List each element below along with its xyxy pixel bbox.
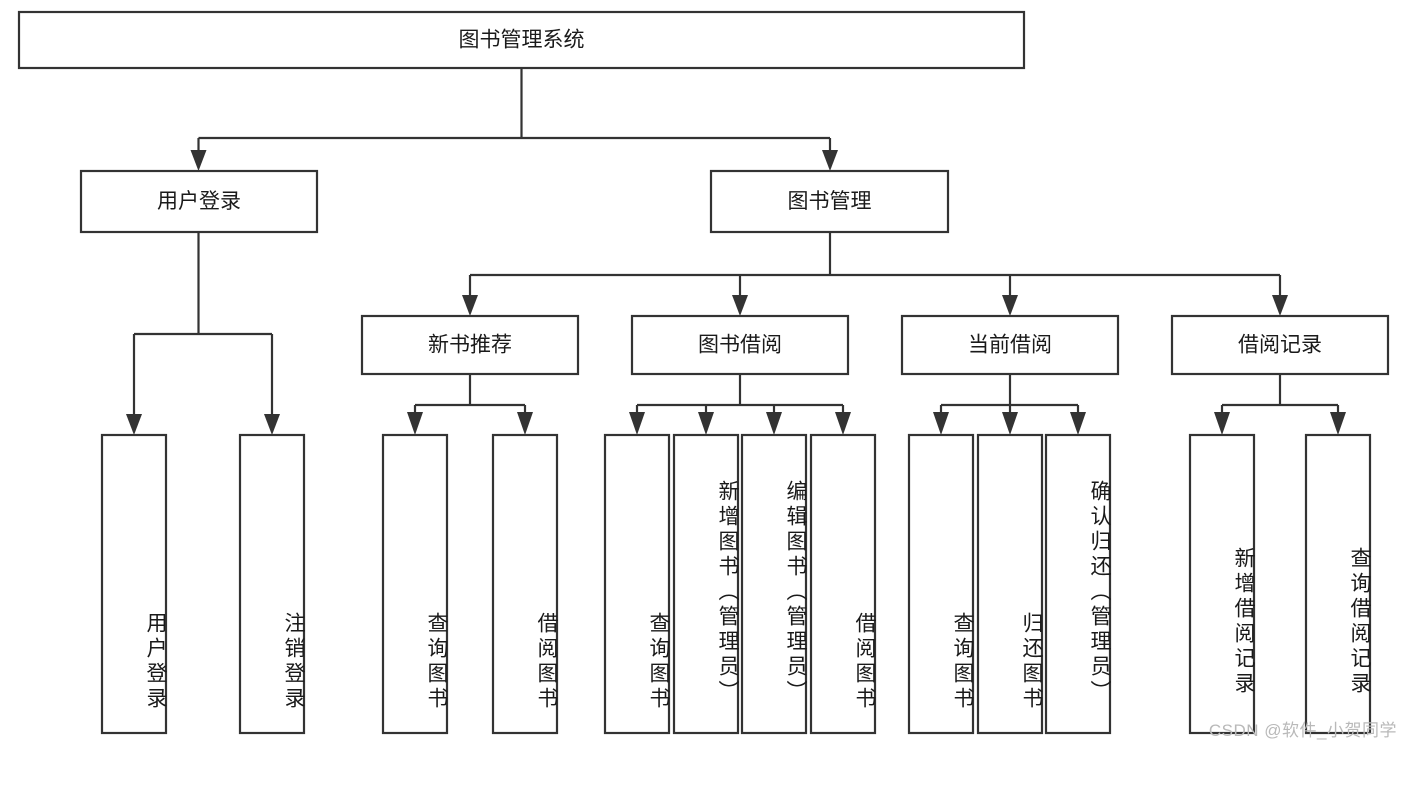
node-current-borrow-label: 当前借阅: [968, 334, 1052, 357]
leaf-box-borrow-book-1[interactable]: [491, 433, 559, 735]
arrowhead-record-leaf1: [1214, 412, 1230, 435]
node-book-borrow-label: 图书借阅: [698, 334, 782, 357]
leaf-box-return-book[interactable]: [976, 433, 1044, 735]
functional-structure-diagram: 图书管理系统 用户登录 图书管理 新书推荐 图书借阅 当前借阅 借阅记录: [17, 10, 1397, 740]
arrowhead-root-to-book-mgmt: [822, 150, 838, 171]
node-new-book-recommend[interactable]: 新书推荐: [360, 314, 580, 376]
node-root-label: 图书管理系统: [459, 29, 585, 52]
arrowhead-borrow-leaf4: [835, 412, 851, 435]
node-current-borrow-box: [900, 314, 1120, 376]
arrowhead-current-leaf1: [933, 412, 949, 435]
leaf-box-confirm-return-admin[interactable]: [1044, 433, 1112, 735]
connectors-borrow-to-leaves: [629, 374, 851, 435]
node-user-login[interactable]: 用户登录: [79, 169, 319, 234]
arrowhead-newbook-leaf2: [517, 412, 533, 435]
leaf-boxes: [100, 433, 1372, 735]
arrowhead-to-record: [1272, 295, 1288, 316]
arrowhead-current-leaf3: [1070, 412, 1086, 435]
node-root-book-management-system[interactable]: 图书管理系统: [17, 10, 1026, 70]
leaf-box-logout[interactable]: [238, 433, 306, 735]
leaf-box-add-book-admin[interactable]: [672, 433, 740, 735]
node-current-borrow[interactable]: 当前借阅: [900, 314, 1120, 376]
connectors-userlogin-to-leaves: [126, 232, 280, 435]
leaf-box-edit-book-admin[interactable]: [740, 433, 808, 735]
node-book-management[interactable]: 图书管理: [709, 169, 950, 234]
arrowhead-record-leaf2: [1330, 412, 1346, 435]
arrowhead-to-borrow: [732, 295, 748, 316]
arrowhead-current-leaf2: [1002, 412, 1018, 435]
csdn-watermark: CSDN @软件_小贺同学: [1208, 721, 1397, 740]
arrowhead-to-newbook: [462, 295, 478, 316]
node-borrow-record-label: 借阅记录: [1238, 334, 1322, 357]
arrowhead-borrow-leaf3: [766, 412, 782, 435]
node-borrow-record-box: [1170, 314, 1390, 376]
arrowhead-borrow-leaf1: [629, 412, 645, 435]
connectors-newbook-to-leaves: [407, 374, 533, 435]
node-new-book-recommend-box: [360, 314, 580, 376]
arrowhead-userlogin-leaf1: [126, 414, 142, 435]
leaf-box-query-borrow-record[interactable]: [1304, 433, 1372, 735]
leaf-box-query-book-3[interactable]: [907, 433, 975, 735]
connectors-record-to-leaves: [1214, 374, 1346, 435]
arrowhead-newbook-leaf1: [407, 412, 423, 435]
node-root-box: [17, 10, 1026, 70]
connectors-current-to-leaves: [933, 374, 1086, 435]
leaf-box-query-book-2[interactable]: [603, 433, 671, 735]
leaf-box-query-book-1[interactable]: [381, 433, 449, 735]
leaf-box-user-login[interactable]: [100, 433, 168, 735]
arrowhead-userlogin-leaf2: [264, 414, 280, 435]
leaf-box-borrow-book-2[interactable]: [809, 433, 877, 735]
node-book-management-label: 图书管理: [788, 190, 872, 213]
node-new-book-recommend-label: 新书推荐: [428, 334, 512, 357]
node-book-borrow-box: [630, 314, 850, 376]
arrowhead-borrow-leaf2: [698, 412, 714, 435]
node-user-login-label: 用户登录: [157, 190, 241, 213]
arrowhead-to-current: [1002, 295, 1018, 316]
connectors-bookmgmt-to-level3: [462, 232, 1288, 316]
arrowhead-root-to-user-login: [190, 150, 207, 171]
tree-diagram-canvas: 图书管理系统 用户登录 图书管理 新书推荐 图书借阅 当前借阅 借阅记录: [17, 10, 1390, 735]
node-book-management-box: [709, 169, 950, 234]
leaf-box-add-borrow-record[interactable]: [1188, 433, 1256, 735]
node-borrow-record[interactable]: 借阅记录: [1170, 314, 1390, 376]
node-book-borrow[interactable]: 图书借阅: [630, 314, 850, 376]
node-user-login-box: [79, 169, 319, 234]
connectors-root-to-level2: [190, 68, 838, 171]
